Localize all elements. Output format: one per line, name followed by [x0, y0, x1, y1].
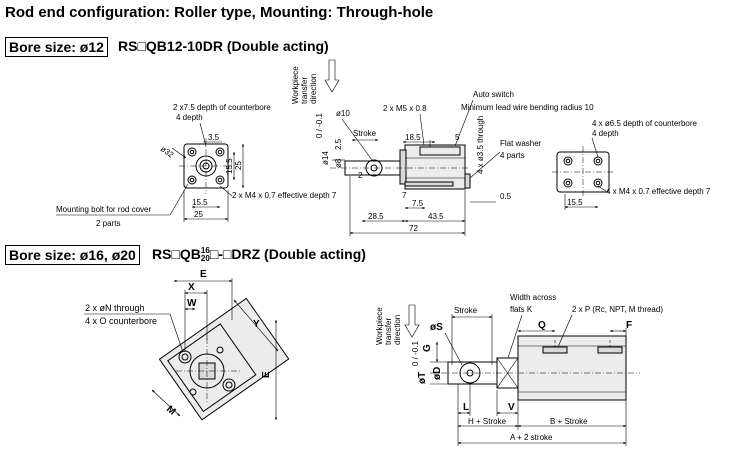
svg-text:B + Stroke: B + Stroke [550, 417, 588, 426]
svg-text:25: 25 [234, 161, 243, 170]
model-sup: 16 [200, 246, 210, 256]
svg-text:15.5: 15.5 [225, 158, 234, 174]
svg-text:Width across: Width across [510, 293, 556, 302]
svg-text:28.5: 28.5 [368, 212, 384, 221]
svg-text:4 x M4 x 0.7 effective depth 7: 4 x M4 x 0.7 effective depth 7 [606, 187, 711, 196]
svg-text:2 parts: 2 parts [96, 219, 120, 228]
svg-text:5: 5 [455, 133, 460, 142]
svg-text:A + 2 stroke: A + 2 stroke [510, 433, 553, 442]
svg-text:0 / -0.1: 0 / -0.1 [315, 113, 324, 138]
svg-text:E: E [200, 269, 207, 280]
svg-text:direction: direction [393, 315, 402, 345]
page-title: Rod end configuration: Roller type, Moun… [5, 4, 434, 21]
svg-text:Y: Y [253, 319, 260, 330]
svg-text:transfer: transfer [384, 318, 393, 345]
svg-text:F: F [626, 320, 632, 331]
workpiece-direction-1: Workpiece transfer direction [291, 59, 340, 104]
svg-text:2: 2 [358, 171, 363, 180]
svg-text:7.5: 7.5 [412, 199, 424, 208]
svg-text:4 depth: 4 depth [592, 129, 619, 138]
svg-text:ø8: ø8 [334, 158, 343, 168]
svg-text:flats K: flats K [510, 305, 533, 314]
bore-size-label-12: Bore size: ø12 [5, 37, 108, 57]
svg-text:E: E [261, 371, 272, 378]
svg-text:4 parts: 4 parts [500, 151, 524, 160]
svg-text:72: 72 [409, 224, 418, 233]
svg-text:Flat washer: Flat washer [500, 139, 542, 148]
svg-text:ø10: ø10 [336, 109, 350, 118]
svg-text:Workpiece: Workpiece [291, 66, 300, 104]
bore-size-label-16-20: Bore size: ø16, ø20 [5, 245, 140, 265]
svg-text:15.5: 15.5 [192, 198, 208, 207]
end-view-16-20: E X W Y M E 2 x øN through 4 x O counter… [84, 269, 290, 421]
svg-text:2 x øN through: 2 x øN through [85, 303, 145, 313]
svg-text:øT: øT [417, 372, 428, 384]
svg-text:2 x7.5 depth of counterbore: 2 x7.5 depth of counterbore [173, 103, 271, 112]
svg-text:25: 25 [194, 210, 203, 219]
svg-text:Mounting bolt for rod cover: Mounting bolt for rod cover [56, 205, 151, 214]
svg-text:3.5: 3.5 [208, 133, 220, 142]
svg-text:18.5: 18.5 [405, 133, 421, 142]
svg-text:0.5: 0.5 [500, 192, 512, 201]
svg-text:ø14: ø14 [321, 151, 330, 165]
svg-text:0 / -0.1: 0 / -0.1 [411, 341, 420, 366]
svg-text:7: 7 [402, 191, 407, 200]
svg-text:2 x P (Rc, NPT, M thread): 2 x P (Rc, NPT, M thread) [572, 305, 663, 314]
svg-text:øS: øS [430, 322, 443, 333]
bore-size-text: Bore size: ø16, ø20 [9, 247, 136, 263]
svg-text:Stroke: Stroke [353, 129, 377, 138]
svg-text:15.5: 15.5 [567, 198, 583, 207]
svg-text:transfer: transfer [300, 77, 309, 104]
svg-text:Auto switch: Auto switch [473, 90, 514, 99]
side-view-16-20: øS Stroke Width across flats K 2 x P (Rc… [411, 293, 663, 446]
svg-text:Q: Q [538, 320, 546, 331]
svg-text:2 x M5 x 0.8: 2 x M5 x 0.8 [383, 104, 427, 113]
svg-text:Workpiece: Workpiece [375, 307, 384, 345]
workpiece-direction-2: Workpiece transfer direction [375, 304, 420, 345]
svg-text:H + Stroke: H + Stroke [468, 417, 507, 426]
bore-size-text: Bore size: ø12 [9, 39, 104, 55]
model-code-12: RS□QB12-10DR (Double acting) [118, 38, 329, 54]
svg-text:2.5: 2.5 [334, 138, 343, 150]
rear-view-12: 4 x ø6.5 depth of counterbore 4 depth 4 … [552, 119, 711, 210]
svg-text:W: W [187, 298, 197, 309]
svg-text:Stroke: Stroke [454, 306, 478, 315]
svg-text:4 x ø3.5 through: 4 x ø3.5 through [476, 116, 485, 174]
svg-text:2 x M4 x 0.7 effective depth 7: 2 x M4 x 0.7 effective depth 7 [232, 191, 337, 200]
svg-text:Minimum lead wire bending radi: Minimum lead wire bending radius 10 [461, 103, 594, 112]
model-sub: 20 [200, 254, 210, 264]
svg-text:øD: øD [432, 367, 443, 380]
svg-text:ø32: ø32 [159, 144, 176, 160]
model-suffix: □-□DRZ (Double acting) [209, 246, 366, 262]
svg-text:4 x ø6.5 depth of counterbore: 4 x ø6.5 depth of counterbore [592, 119, 698, 128]
side-view-12: ø10 Stroke ø14 0 / -0.1 ø8 2.5 2 x M5 x … [315, 90, 594, 236]
svg-text:G: G [422, 344, 433, 352]
direction-arrow-icon [404, 304, 420, 338]
end-view-12: 2 x7.5 depth of counterbore 4 depth 3.5 … [56, 103, 337, 228]
svg-text:X: X [188, 282, 195, 293]
svg-text:M: M [164, 404, 177, 418]
svg-text:V: V [508, 402, 515, 413]
svg-text:4 x O counterbore: 4 x O counterbore [85, 316, 157, 326]
direction-arrow-icon [324, 59, 340, 93]
svg-text:43.5: 43.5 [428, 212, 444, 221]
svg-text:4 depth: 4 depth [176, 113, 203, 122]
svg-text:direction: direction [309, 74, 318, 104]
model-prefix: RS□QB [152, 246, 201, 262]
svg-text:L: L [463, 402, 469, 413]
